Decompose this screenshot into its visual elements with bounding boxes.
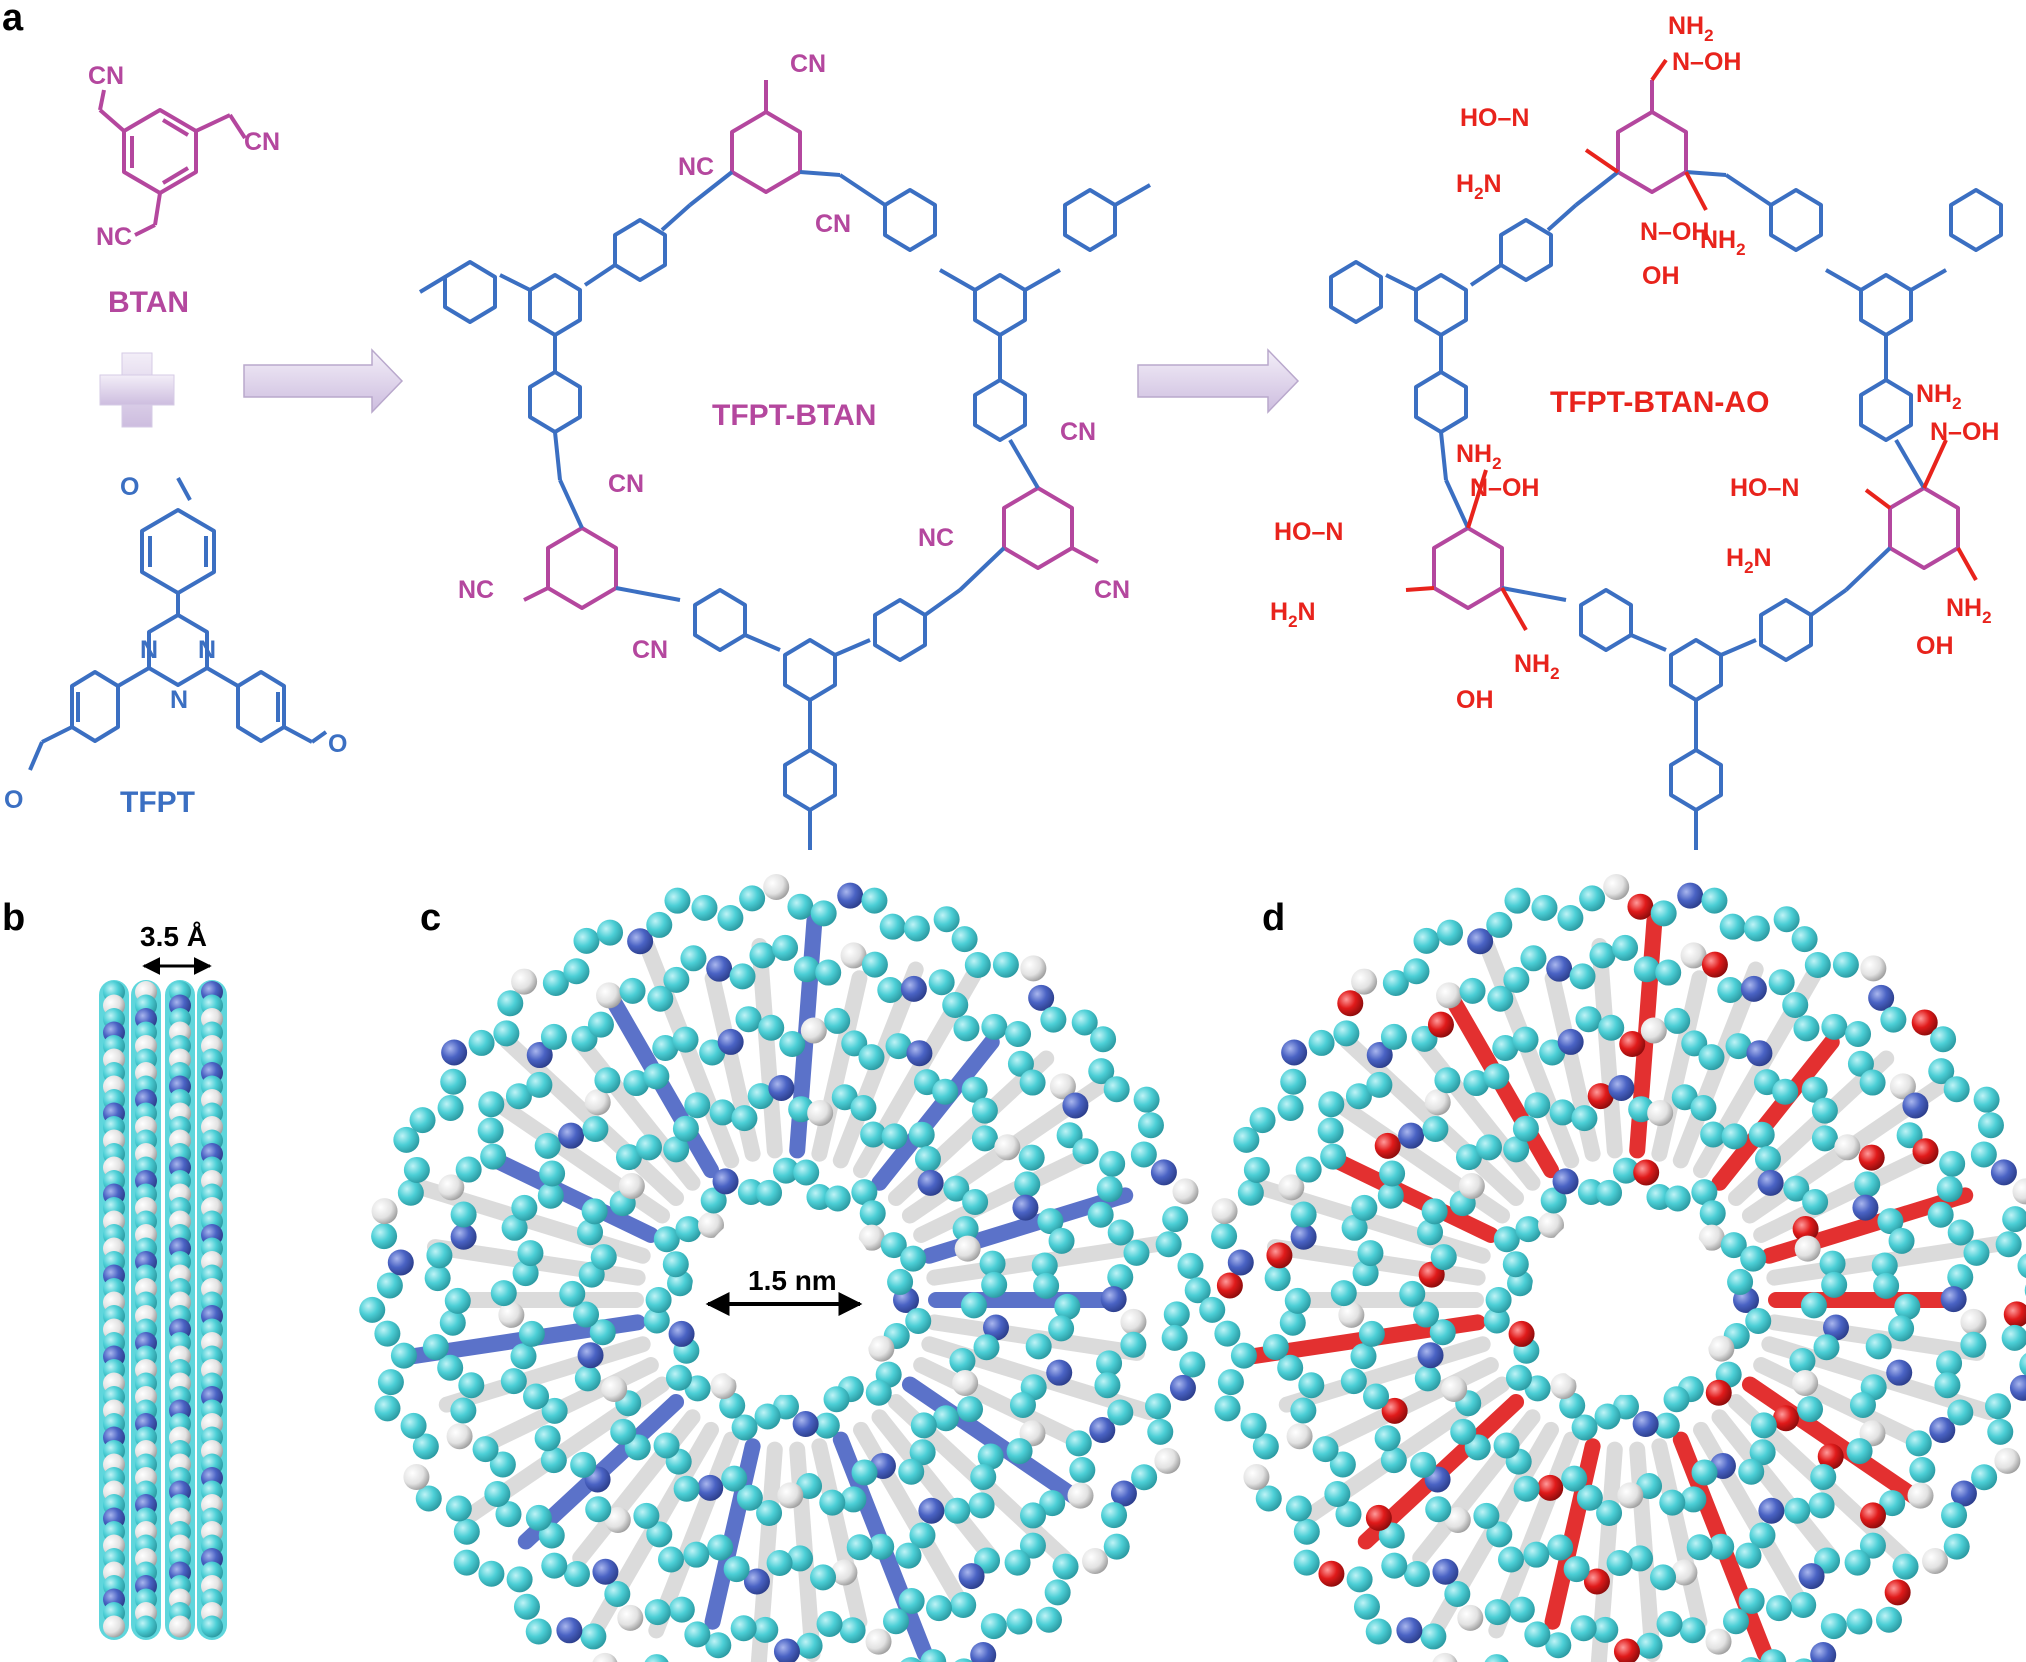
btan-name: BTAN (108, 286, 189, 319)
fw1-cn-bottom: CN (632, 636, 668, 664)
tfpt-o-top: O (120, 473, 139, 501)
ao-oh-8: OH (1456, 686, 1494, 714)
interlayer-distance: 3.5 Å (140, 921, 207, 952)
ao-nh2-3: NH2 (1916, 380, 1962, 413)
tfpt-btan-ao-name: TFPT-BTAN-AO (1550, 386, 1769, 419)
ao-nh2-2: NH2 (1700, 226, 1746, 259)
ao-noh-top: N–OH (1672, 48, 1741, 76)
ao-nh2-8: NH2 (1514, 650, 1560, 683)
reaction-arrow-1 (243, 348, 404, 414)
ao-oh-2: OH (1642, 262, 1680, 290)
plus-icon (99, 352, 175, 428)
panel-b-label: b (2, 897, 25, 939)
ao-hon-1: HO–N (1460, 104, 1529, 132)
tfpt-btan-framework (418, 80, 1151, 850)
panel-a-label: a (2, 0, 24, 39)
ao-h2n-1: H2N (1456, 170, 1502, 203)
fw1-cn-mid: CN (815, 210, 851, 238)
tfpt-btan-name: TFPT-BTAN (712, 399, 876, 432)
ao-hon-5: HO–N (1730, 474, 1799, 502)
tfpt-name: TFPT (120, 786, 195, 819)
panel-c-label: c (420, 897, 441, 939)
ao-noh-4: N–OH (1470, 474, 1539, 502)
ao-nh2-top: NH2 (1668, 12, 1714, 45)
pore-size: 1.5 nm (748, 1265, 837, 1296)
fw1-nc-far: NC (458, 576, 494, 604)
fw1-cn-left: CN (608, 470, 644, 498)
ao-nh2-9: NH2 (1946, 594, 1992, 627)
btan-structure (98, 89, 247, 237)
tfpt-n-3: N (170, 686, 188, 714)
fw1-nc-right: NC (918, 524, 954, 552)
ao-h2n-6: H2N (1270, 598, 1316, 631)
ao-noh-3: N–OH (1930, 418, 1999, 446)
fw1-nc-left: NC (678, 153, 714, 181)
tfpt-n-1: N (140, 636, 158, 664)
ao-oh-9: OH (1916, 632, 1954, 660)
tfpt-o-right: O (328, 730, 347, 758)
ao-nh2-4: NH2 (1456, 440, 1502, 473)
tfpt-btan-ao-framework (1329, 58, 2003, 850)
fw1-cn-right: CN (1060, 418, 1096, 446)
btan-cn-2: CN (244, 128, 280, 156)
tfpt-structure (28, 477, 328, 771)
tfpt-btan-pore-model (359, 873, 1211, 1662)
panel-d-label: d (1262, 897, 1285, 939)
tfpt-n-2: N (198, 636, 216, 664)
fw1-cn-top: CN (790, 50, 826, 78)
tfpt-btan-ao-pore-model (1199, 873, 2026, 1662)
fw1-cn-far: CN (1094, 576, 1130, 604)
btan-cn-1: CN (88, 62, 124, 90)
tfpt-o-left: O (4, 786, 23, 814)
ao-noh-2: N–OH (1640, 218, 1709, 246)
ao-hon-6: HO–N (1274, 518, 1343, 546)
reaction-arrow-2 (1137, 348, 1300, 414)
stacked-layers-model (99, 980, 227, 1640)
ao-h2n-7: H2N (1726, 544, 1772, 577)
btan-nc: NC (96, 223, 132, 251)
